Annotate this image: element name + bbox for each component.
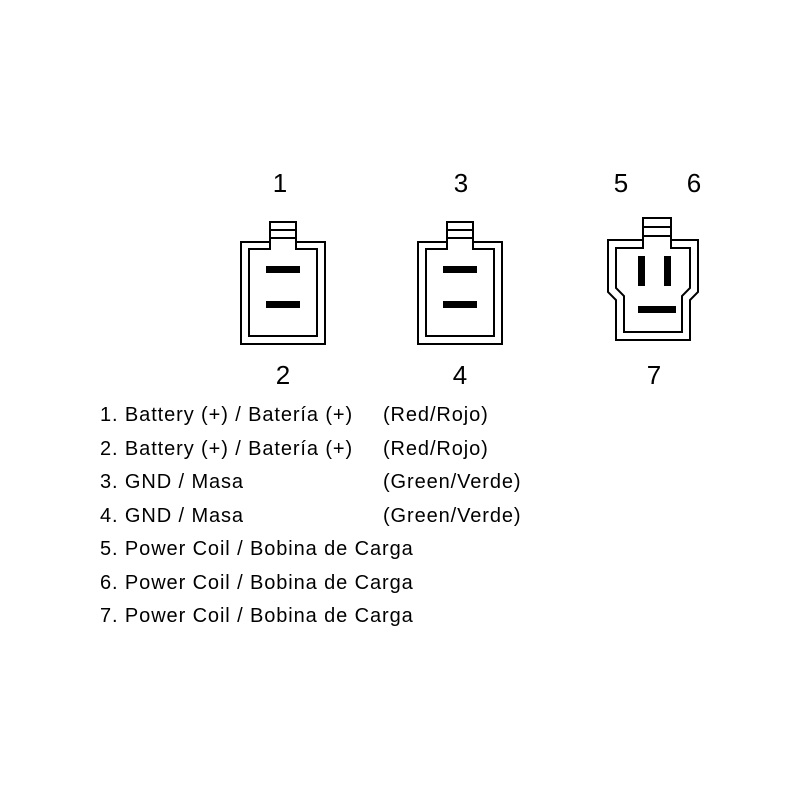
- legend-item: 5. Power Coil / Bobina de Carga: [100, 537, 413, 571]
- legend-item: 7. Power Coil / Bobina de Carga: [100, 604, 413, 638]
- pin-label-1: 1: [272, 168, 288, 198]
- legend-item: 1. Battery (+) / Batería (+) (Red/Rojo): [100, 403, 488, 437]
- pin-label-4: 4: [452, 360, 468, 390]
- legend-desc: 1. Battery (+) / Batería (+): [100, 404, 354, 426]
- legend-wire-color: (Green/Verde): [383, 504, 522, 527]
- legend-desc: 5. Power Coil / Bobina de Carga: [100, 538, 414, 560]
- connector-pins-5-6-7: [607, 217, 699, 341]
- pin-legend: 1. Battery (+) / Batería (+) (Red/Rojo) …: [100, 403, 521, 638]
- legend-wire-color: (Green/Verde): [383, 471, 522, 493]
- terminal-pin-1: [266, 266, 300, 273]
- legend-item: 6. Power Coil / Bobina de Carga: [100, 571, 413, 605]
- pin-label-2: 2: [275, 360, 291, 390]
- terminal-pin-7: [638, 306, 676, 313]
- legend-item: 4. GND / Masa (Green/Verde): [100, 504, 521, 538]
- legend-desc: 6. Power Coil / Bobina de Carga: [100, 571, 414, 594]
- legend-desc: 4. GND / Masa: [100, 504, 244, 527]
- terminal-pin-5: [638, 256, 645, 286]
- legend-item: 2. Battery (+) / Batería (+) (Red/Rojo): [100, 437, 488, 471]
- pin-label-5: 5: [613, 168, 629, 198]
- pin-label-6: 6: [686, 168, 702, 198]
- pin-label-3: 3: [453, 168, 469, 198]
- legend-desc: 3. GND / Masa: [100, 471, 244, 493]
- terminal-pin-6: [664, 256, 671, 286]
- terminal-pin-2: [266, 301, 300, 308]
- legend-desc: 7. Power Coil / Bobina de Carga: [100, 605, 414, 627]
- legend-wire-color: (Red/Rojo): [383, 437, 489, 460]
- connector-pins-1-2: [240, 221, 326, 345]
- pin-label-7: 7: [646, 360, 662, 390]
- terminal-pin-4: [443, 301, 477, 308]
- legend-wire-color: (Red/Rojo): [383, 404, 489, 426]
- terminal-pin-3: [443, 266, 477, 273]
- legend-desc: 2. Battery (+) / Batería (+): [100, 437, 354, 460]
- connector-pins-3-4: [417, 221, 503, 345]
- legend-item: 3. GND / Masa (Green/Verde): [100, 470, 521, 504]
